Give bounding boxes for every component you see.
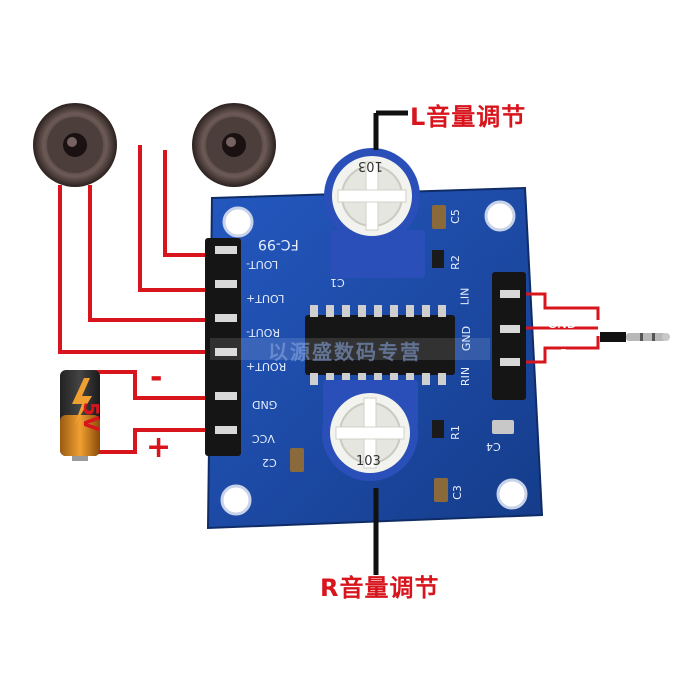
watermark-text: 以源盛数码专营 <box>268 340 422 364</box>
power-wires <box>95 370 215 454</box>
pin-label-rin: RIN <box>459 366 473 387</box>
board-model-label: FC-99 <box>258 236 299 252</box>
right-volume-callout: R音量调节 <box>320 574 440 602</box>
pin-label-vcc: VCC <box>252 432 275 445</box>
right-pin-header <box>492 272 526 400</box>
battery-minus-label: - <box>150 360 163 395</box>
audio-input-wires <box>526 292 600 364</box>
audio-right-label: R <box>560 348 570 363</box>
battery-plus-label: + <box>146 430 172 465</box>
amplifier-ic <box>305 305 455 385</box>
battery <box>60 370 100 461</box>
left-speaker <box>33 103 117 187</box>
right-speaker <box>192 103 276 187</box>
bottom-pot-marking: 103 <box>356 454 381 469</box>
callout-lines <box>373 110 408 575</box>
speaker-wires <box>58 145 215 354</box>
left-volume-pot <box>324 148 425 278</box>
left-pin-header <box>205 238 241 456</box>
pin-label-gnd-input: GND <box>460 325 474 352</box>
pin-label-lout-plus: LOUT+ <box>246 292 285 305</box>
pin-label-lin: LIN <box>458 287 472 306</box>
component-label-r2: R2 <box>448 255 462 270</box>
component-label-r1: R1 <box>448 425 462 440</box>
pin-label-gnd: GND <box>252 398 278 411</box>
audio-left-label: L <box>563 286 571 301</box>
component-label-c2: C2 <box>262 456 277 469</box>
right-volume-pot <box>322 380 418 481</box>
top-pot-marking: 103 <box>358 158 383 173</box>
component-label-c1: C1 <box>330 276 345 289</box>
component-label-c3: C3 <box>450 485 464 500</box>
battery-voltage-label: 5V <box>79 402 103 432</box>
left-volume-callout: L音量调节 <box>410 103 527 131</box>
smd-components <box>290 205 514 502</box>
component-label-c5: C5 <box>448 209 462 224</box>
pin-label-lout-minus: LOUT- <box>246 258 279 271</box>
component-label-c4: C4 <box>486 440 501 453</box>
watermark-band <box>210 338 490 360</box>
audio-jack <box>600 332 670 342</box>
audio-gnd-label: GND <box>547 317 577 332</box>
